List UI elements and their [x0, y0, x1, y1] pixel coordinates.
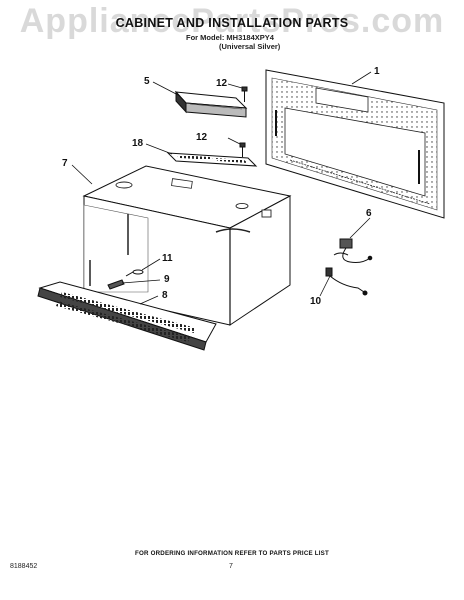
document-number: 8188452 [10, 563, 38, 570]
watermark: AppliancePartsPros.com [19, 2, 445, 40]
part-18-pad [166, 152, 258, 167]
page-title: CABINET AND INSTALLATION PARTS [115, 16, 349, 30]
callout-9: 9 [164, 274, 170, 285]
callout-5: 5 [144, 76, 150, 87]
callout-12-lower: 12 [196, 132, 208, 143]
model-variant: (Universal Silver) [219, 42, 281, 51]
model-line: For Model: MH3184XPY4 [186, 33, 274, 42]
ordering-note: FOR ORDERING INFORMATION REFER TO PARTS … [135, 550, 329, 557]
callout-leader-lines [71, 71, 372, 305]
part-12-screw-lower [239, 142, 246, 157]
callout-6: 6 [366, 208, 372, 219]
part-6-thermal-cutout [333, 238, 373, 263]
part-9-clip [107, 279, 125, 290]
part-11-fastener [125, 269, 144, 277]
part-1-mounting-plate [265, 69, 445, 219]
page-number: 7 [229, 563, 233, 570]
part-5-top-bracket [174, 90, 248, 118]
part-12-screw-upper [241, 86, 248, 102]
part-8-vent-grille [37, 281, 217, 351]
callout-8: 8 [162, 290, 168, 301]
callout-10: 10 [310, 296, 322, 307]
callout-1: 1 [374, 66, 380, 77]
callout-12-upper: 12 [216, 78, 228, 89]
part-10-wire-harness [325, 267, 368, 296]
callout-7: 7 [62, 158, 68, 169]
callout-18: 18 [132, 138, 144, 149]
model-info: For Model: MH3184XPY4 (Universal Silver) [186, 33, 280, 51]
callout-11: 11 [162, 253, 173, 264]
